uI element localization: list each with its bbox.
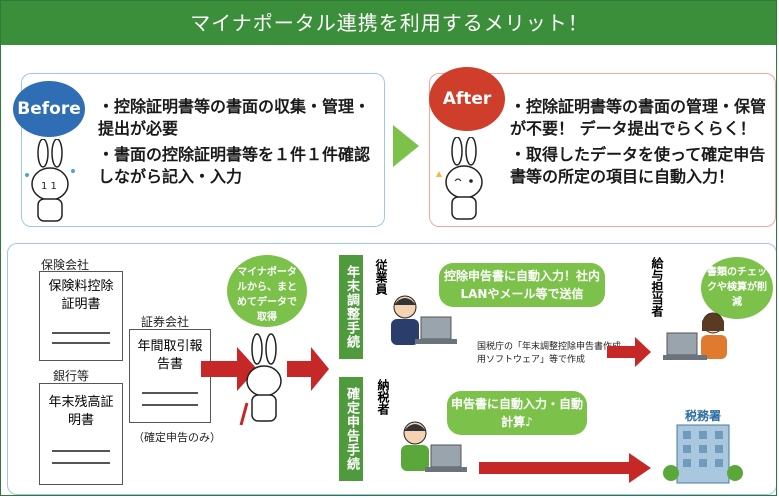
payroll-bubble: 書類のチェックや検算が削減 xyxy=(701,257,773,319)
annual-report-doc: 年間取引報告書 xyxy=(129,329,211,423)
employee-at-laptop-icon xyxy=(391,295,457,345)
transition-arrow-icon xyxy=(393,125,419,167)
taxpayer-label: 納税者 xyxy=(376,379,390,415)
tax-office-label: 税務署 xyxy=(685,409,722,423)
insurance-cert-label: 保険料控除証明書 xyxy=(48,279,114,312)
rabbit-happy-icon xyxy=(436,137,483,220)
collect-arrow-icon xyxy=(201,347,257,391)
after-item: ・控除証明書等の書面の管理・保管が不要！ データ提出でらくらく！ xyxy=(510,97,767,138)
rabbit-mascot-icon xyxy=(239,333,282,426)
tax-return-only-label: （確定申告のみ） xyxy=(133,431,221,444)
software-note: 国税庁の「年末調整控除申告書作成用ソフトウェア」等で作成 xyxy=(477,342,622,365)
year-end-label: 年末調整手続 xyxy=(339,255,363,359)
before-badge: Before xyxy=(13,81,85,137)
insurance-cert-doc: 保険料控除証明書 xyxy=(39,271,123,361)
balance-cert-doc: 年末残高証明書 xyxy=(39,383,123,485)
after-badge: After xyxy=(429,67,505,131)
distribute-arrow-icon xyxy=(287,347,329,391)
tax-return-arrow-icon xyxy=(479,453,651,483)
year-end-arrow-icon xyxy=(607,337,651,367)
before-list: ・控除証明書等の書面の収集・管理・提出が必要 ・書面の控除証明書等を１件１件確認… xyxy=(98,96,378,188)
before-item: ・控除証明書等の書面の収集・管理・提出が必要 xyxy=(98,97,371,138)
balance-cert-label: 年末残高証明書 xyxy=(48,395,114,428)
rabbit-worried-icon: 1 1 xyxy=(25,139,75,222)
payroll-label: 給与担当者 xyxy=(650,257,664,317)
tax-return-label: 確定申告手続 xyxy=(339,377,363,481)
securities-company-label: 証券会社 xyxy=(141,315,190,329)
before-item: ・書面の控除証明書等を１件１件確認しながら記入・入力 xyxy=(98,145,371,186)
annual-report-label: 年間取引報告書 xyxy=(137,339,203,372)
mynaportal-bubble: マイナポータルから、まとめてデータで取得 xyxy=(227,255,307,327)
employee-label: 従業員 xyxy=(374,259,388,295)
bank-label: 銀行等 xyxy=(53,369,90,383)
after-panel: ・控除証明書等の書面の管理・保管が不要！ データ提出でらくらく！ ・取得したデー… xyxy=(429,73,776,227)
svg-text:1 1: 1 1 xyxy=(41,181,57,192)
year-end-bubble: 控除申告書に自動入力！社内LANやメール等で送信 xyxy=(439,263,605,307)
payroll-staff-icon xyxy=(663,312,727,360)
insurance-company-label: 保険会社 xyxy=(41,258,90,272)
page-title: マイナポータル連携を利用するメリット！ xyxy=(1,1,776,45)
before-panel: ・控除証明書等の書面の収集・管理・提出が必要 ・書面の控除証明書等を１件１件確認… xyxy=(21,73,385,227)
tax-office-building-icon xyxy=(663,424,743,484)
taxpayer-at-laptop-icon xyxy=(401,421,467,472)
after-item: ・取得したデータを使って確定申告書等の所定の項目に自動入力！ xyxy=(510,145,766,186)
tax-return-bubble: 申告書に自動入力・自動計算♪ xyxy=(447,391,587,435)
after-list: ・控除証明書等の書面の管理・保管が不要！ データ提出でらくらく！ ・取得したデー… xyxy=(510,96,772,188)
